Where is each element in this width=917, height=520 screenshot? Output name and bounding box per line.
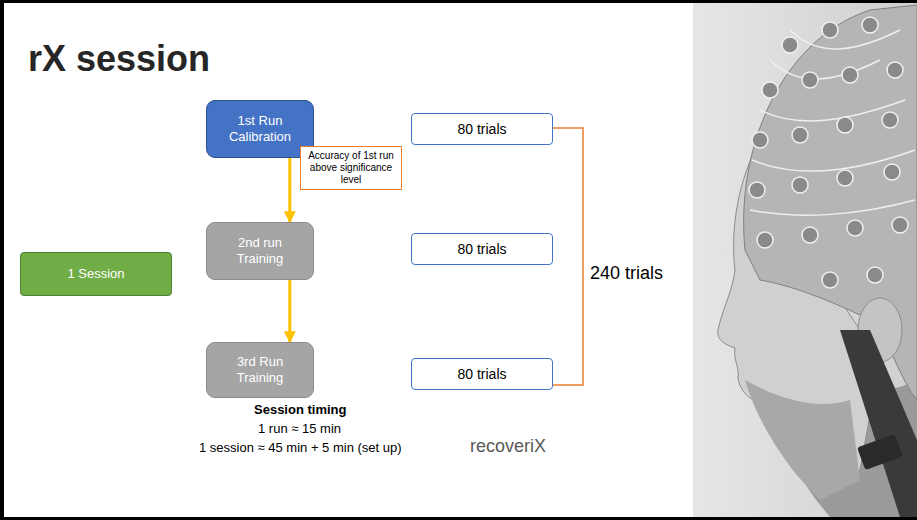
timing-note: 1 session ≈ 45 min + 5 min (set up) <box>199 440 402 455</box>
bracket <box>553 128 583 385</box>
head-illustration <box>718 5 917 517</box>
node-text: 80 trials <box>457 241 506 258</box>
node-text: 3rd Run Training <box>219 354 301 385</box>
session-box: 1 Session <box>20 252 172 296</box>
logo-text: recoveriX <box>470 436 546 457</box>
trials-box: 80 trials <box>411 113 553 145</box>
node-text: 80 trials <box>457 366 506 383</box>
node-text: 1st Run Calibration <box>219 113 301 144</box>
calibration-run-box: 1st Run Calibration <box>206 100 314 158</box>
total-label: 240 trials <box>590 263 663 284</box>
photo-panel <box>693 3 917 517</box>
node-text: 80 trials <box>457 121 506 138</box>
flow-arrow <box>288 280 291 342</box>
trials-box: 80 trials <box>411 358 553 390</box>
training-run-box: 2nd run Training <box>206 222 314 280</box>
timing-heading: Session timing <box>254 402 346 417</box>
condition-callout: Accuracy of 1st run above significance l… <box>300 146 402 190</box>
slide-title: rX session <box>28 38 210 80</box>
node-text: Accuracy of 1st run above significance l… <box>305 150 397 186</box>
node-text: 1 Session <box>67 266 124 282</box>
trials-box: 80 trials <box>411 233 553 265</box>
flow-arrow <box>288 158 291 222</box>
training-run-box: 3rd Run Training <box>206 342 314 398</box>
timing-note: 1 run ≈ 15 min <box>258 421 341 436</box>
frame-top <box>0 0 917 3</box>
node-text: 2nd run Training <box>219 235 301 266</box>
frame-bottom <box>0 517 917 520</box>
frame-left <box>0 0 4 520</box>
